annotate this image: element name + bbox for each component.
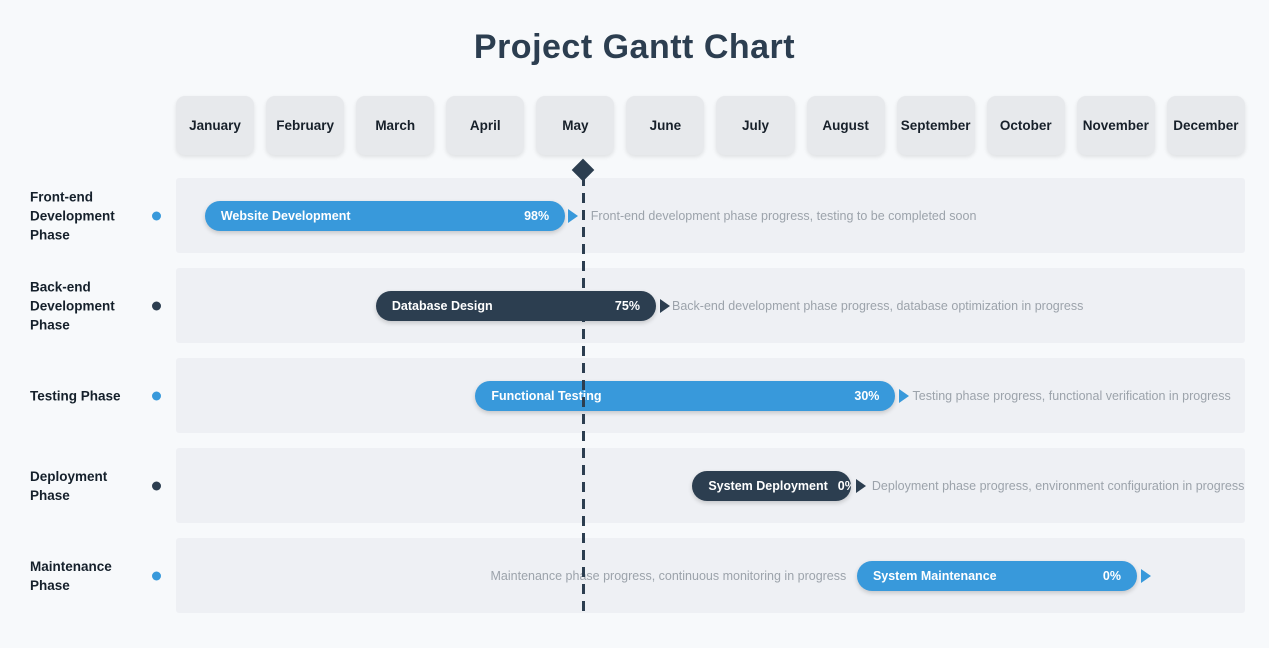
row-band: Website Development 98% Front-end develo… — [176, 178, 1245, 253]
gantt-bar-website-development[interactable]: Website Development 98% — [204, 200, 566, 231]
phase-label: Maintenance Phase — [30, 558, 112, 593]
gantt-row-maintenance: Maintenance Phase System Maintenance 0% … — [0, 538, 1269, 613]
row-band: System Maintenance 0% Maintenance phase … — [176, 538, 1245, 613]
month-header-february: February — [266, 96, 345, 155]
task-arrow-icon — [660, 298, 671, 313]
task-label: Functional Testing — [491, 388, 602, 403]
task-label: System Deployment — [708, 478, 828, 493]
task-progress: 30% — [854, 388, 880, 403]
phase-dot — [152, 301, 161, 310]
task-arrow-icon — [568, 208, 579, 223]
task-label: System Maintenance — [872, 568, 997, 583]
month-header-september: September — [896, 96, 975, 155]
task-arrow-icon — [855, 478, 866, 493]
task-description: Front-end development phase progress, te… — [590, 208, 977, 223]
phase-label: Deployment Phase — [30, 468, 108, 503]
gantt-bar-system-deployment[interactable]: System Deployment 0% — [692, 470, 851, 501]
phase-label: Front-end Development Phase — [30, 189, 115, 242]
month-header-june: June — [626, 96, 705, 155]
month-header-december: December — [1166, 96, 1245, 155]
task-label: Database Design — [391, 298, 493, 313]
gantt-rows: Front-end Development Phase Website Deve… — [0, 158, 1269, 628]
month-header-november: November — [1076, 96, 1155, 155]
phase-label: Testing Phase — [30, 388, 121, 403]
month-header-january: January — [176, 96, 255, 155]
phase-dot — [152, 571, 161, 580]
gantt-bar-functional-testing[interactable]: Functional Testing 30% — [475, 380, 896, 411]
task-arrow-icon — [898, 388, 909, 403]
task-progress: 98% — [524, 208, 550, 223]
phase-label: Back-end Development Phase — [30, 279, 115, 332]
month-header-october: October — [986, 96, 1065, 155]
task-progress: 0% — [837, 478, 851, 493]
task-description: Testing phase progress, functional verif… — [912, 388, 1231, 403]
month-header-april: April — [446, 96, 525, 155]
task-description: Maintenance phase progress, continuous m… — [490, 568, 847, 583]
gantt-row-backend: Back-end Development Phase Database Desi… — [0, 268, 1269, 343]
month-header-may: May — [536, 96, 615, 155]
gantt-row-deployment: Deployment Phase System Deployment 0% De… — [0, 448, 1269, 523]
task-arrow-icon — [1141, 568, 1152, 583]
month-header-july: July — [716, 96, 795, 155]
month-header-august: August — [806, 96, 885, 155]
gantt-bar-system-maintenance[interactable]: System Maintenance 0% — [856, 560, 1137, 591]
gantt-row-testing: Testing Phase Functional Testing 30% Tes… — [0, 358, 1269, 433]
row-band: System Deployment 0% Deployment phase pr… — [176, 448, 1245, 523]
task-description: Back-end development phase progress, dat… — [672, 298, 1084, 313]
gantt-row-frontend: Front-end Development Phase Website Deve… — [0, 178, 1269, 253]
task-progress: 0% — [1102, 568, 1121, 583]
phase-dot — [152, 211, 161, 220]
row-band: Database Design 75% Back-end development… — [176, 268, 1245, 343]
phase-dot — [152, 391, 161, 400]
phase-dot — [152, 481, 161, 490]
task-label: Website Development — [220, 208, 351, 223]
task-description: Deployment phase progress, environment c… — [871, 478, 1245, 493]
row-band: Functional Testing 30% Testing phase pro… — [176, 358, 1245, 433]
page-title: Project Gantt Chart — [473, 28, 796, 66]
month-header-row: January February March April May June Ju… — [176, 96, 1245, 155]
gantt-bar-database-design[interactable]: Database Design 75% — [375, 290, 656, 321]
month-header-march: March — [356, 96, 435, 155]
task-progress: 75% — [614, 298, 640, 313]
